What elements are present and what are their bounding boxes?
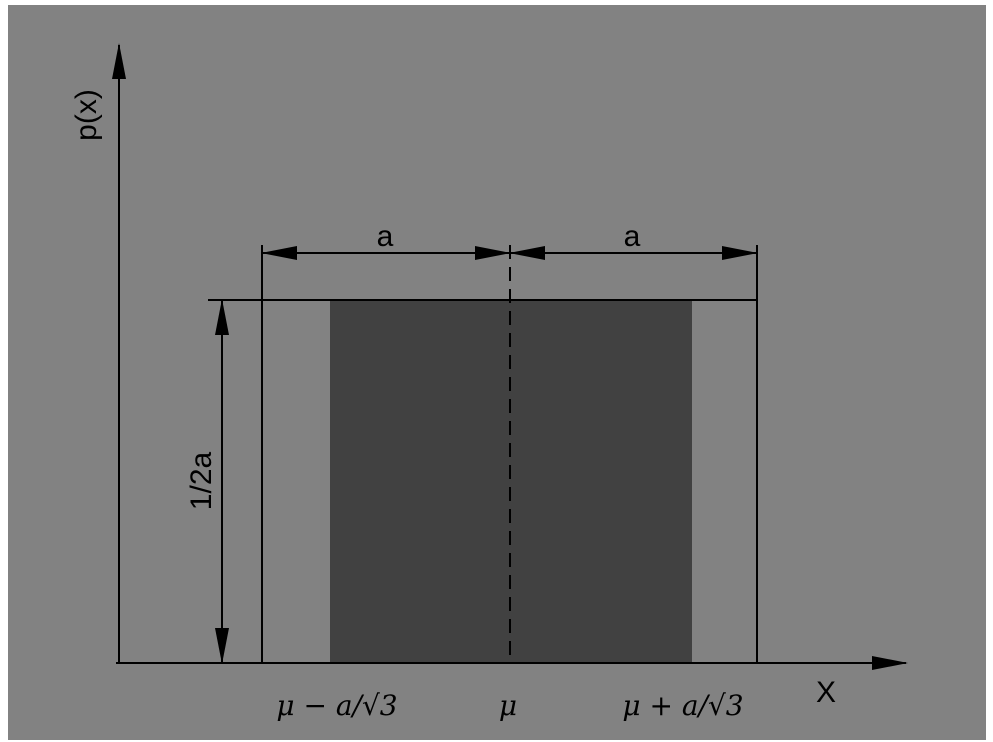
uniform-distribution-diagram: p(x) X a a 1/2a μ − a/√3 μ μ + a/√3 xyxy=(8,5,986,740)
height-label: 1/2a xyxy=(185,451,218,510)
tick-label-center: μ xyxy=(499,689,517,722)
half-width-label-right: a xyxy=(624,220,641,253)
half-width-label-left: a xyxy=(377,220,394,253)
x-axis-label: X xyxy=(816,676,836,709)
tick-label-left: μ − a/√3 xyxy=(276,689,397,722)
y-axis-label: p(x) xyxy=(70,89,103,141)
tick-label-right: μ + a/√3 xyxy=(622,689,743,722)
